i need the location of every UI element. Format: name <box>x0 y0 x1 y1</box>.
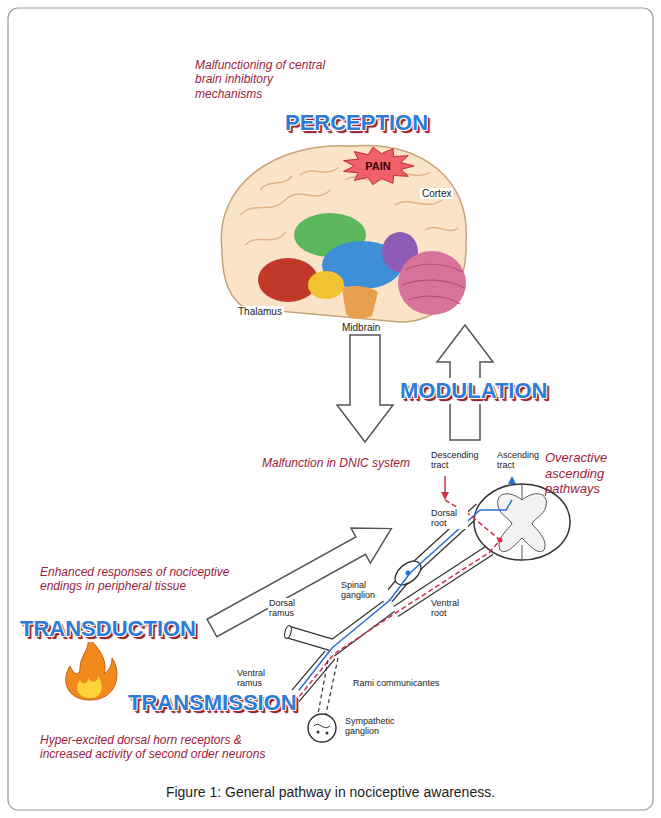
stage-title: PERCEPTION <box>283 110 430 136</box>
fire-icon <box>66 638 117 700</box>
part-label: Ventral ramus <box>236 668 282 689</box>
part-label: Dorsal ramus <box>268 598 310 619</box>
part-label: Cortex <box>420 188 453 199</box>
pain-burst: PAIN <box>341 146 415 186</box>
pathway-lines <box>296 500 512 698</box>
note-text: Malfunctioning of central brain inhibito… <box>195 58 335 101</box>
burst-text: PAIN <box>341 160 415 172</box>
part-label: Descending tract <box>430 450 482 471</box>
part-label: Ventral root <box>430 598 472 619</box>
note-text: Enhanced responses of nociceptive ending… <box>40 565 245 594</box>
caption: Figure 1: General pathway in nociceptive… <box>10 784 651 800</box>
note-text: Overactive ascending pathways <box>545 450 627 497</box>
sympathetic-ganglion <box>308 658 338 742</box>
frame <box>8 8 653 810</box>
note-text: Malfunction in DNIC system <box>262 456 410 470</box>
note-text: Hyper-excited dorsal horn receptors & in… <box>40 733 290 762</box>
stage-title: TRANSMISSION <box>126 690 299 716</box>
descending-arrow <box>337 335 393 442</box>
part-label: Rami communicantes <box>352 678 441 688</box>
stage-title: TRANSDUCTION <box>18 616 198 642</box>
stage-title: MODULATION <box>398 378 549 404</box>
part-label: Ascending tract <box>496 450 546 471</box>
part-label: Thalamus <box>236 306 284 317</box>
part-label: Midbrain <box>340 322 382 333</box>
brain <box>221 145 466 322</box>
part-label: Dorsal root <box>430 508 468 529</box>
part-label: Sympathetic ganglion <box>344 716 408 737</box>
part-label: Spinal ganglion <box>340 580 388 601</box>
